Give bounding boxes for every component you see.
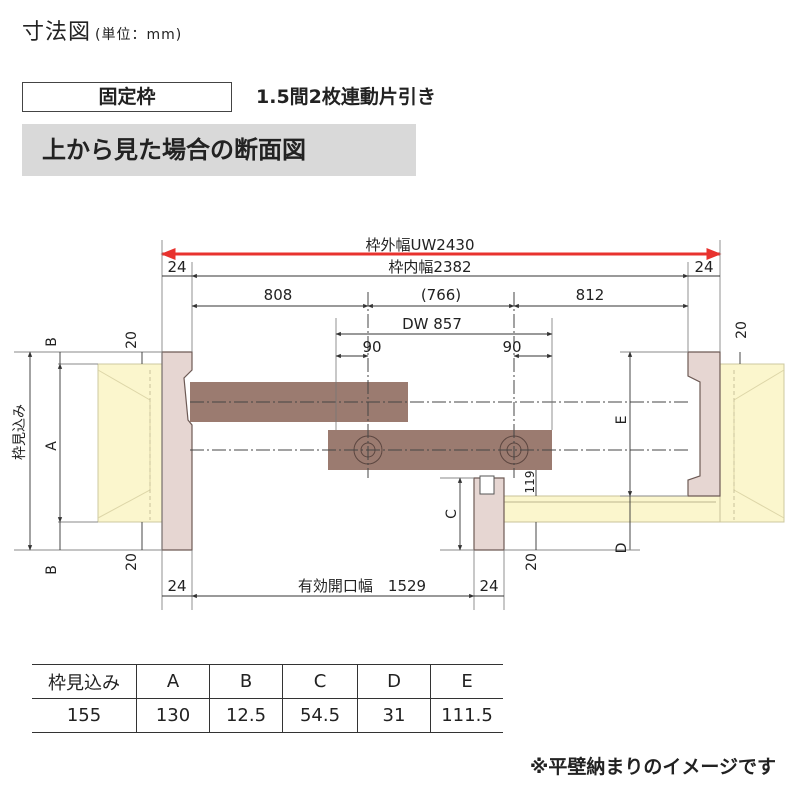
dim-A: A: [44, 441, 60, 451]
left-frame: [161, 351, 193, 551]
latch-icon: [479, 475, 495, 495]
table-row: 155 130 12.5 54.5 31 111.5: [32, 698, 503, 733]
right-frame: [687, 351, 721, 497]
right-wall: [719, 363, 785, 523]
page-title: 寸法図(単位：mm): [22, 14, 182, 46]
dim-90-left: 90: [362, 338, 381, 356]
dim-20-right-top: 20: [734, 321, 750, 339]
table-header-cell: C: [282, 664, 358, 699]
table-cell: 130: [136, 698, 210, 733]
left-wall: [97, 363, 163, 523]
table-cell: 111.5: [430, 698, 503, 733]
footnote: ※平壁納まりのイメージです: [529, 756, 776, 778]
bottom-wall: [503, 495, 721, 523]
dim-B-top: B: [44, 337, 60, 347]
dim-B-bottom: B: [44, 565, 60, 575]
title-text: 寸法図: [22, 20, 92, 45]
frame-24-mid-bottom: 24: [479, 577, 498, 595]
table-header-cell: E: [430, 664, 503, 699]
inner-width-label: 枠内幅2382: [388, 258, 471, 276]
dim-119: 119: [523, 471, 537, 494]
section-drawing: 枠外幅UW2430 枠内幅2382 24 24 808 (766) 812 DW…: [12, 236, 785, 610]
section-view-label: 上から見た場合の断面図: [22, 124, 416, 176]
table-cell: 12.5: [209, 698, 283, 733]
spec-table: 枠見込み A B C D E 155 130 12.5 54.5 31 111.…: [32, 664, 503, 733]
dim-90-right: 90: [502, 338, 521, 356]
effective-opening-label: 有効開口幅 1529: [298, 577, 426, 595]
frame-24-left-bottom: 24: [167, 577, 186, 595]
wall-depth-label: 枠見込み: [12, 404, 28, 460]
table-header-cell: A: [136, 664, 210, 699]
dim-dw: DW 857: [402, 315, 462, 333]
table-cell: 54.5: [282, 698, 358, 733]
dim-20-left-bottom: 20: [124, 553, 140, 571]
frame-type-label: 固定枠: [22, 82, 232, 112]
frame-24-left-top: 24: [167, 258, 186, 276]
dim-20-mid-bottom: 20: [524, 553, 540, 571]
dim-812: 812: [576, 286, 605, 304]
outer-width-label: 枠外幅UW2430: [366, 236, 475, 254]
dim-20-left-top: 20: [124, 331, 140, 349]
table-header-cell: B: [209, 664, 283, 699]
table-cell: 31: [357, 698, 431, 733]
table-cell: 155: [32, 698, 137, 733]
dim-766: (766): [421, 286, 461, 304]
table-header-row: 枠見込み A B C D E: [32, 664, 503, 699]
frame-24-right-top: 24: [694, 258, 713, 276]
unit-label: (単位：mm): [95, 27, 183, 43]
dim-E: E: [614, 416, 630, 425]
table-header-cell: D: [357, 664, 431, 699]
table-header-cell: 枠見込み: [32, 664, 137, 699]
door-type-text: 1.5間2枚連動片引き: [256, 86, 436, 108]
dim-D: D: [614, 543, 630, 554]
dim-C: C: [444, 509, 460, 519]
dim-808: 808: [264, 286, 293, 304]
centerlines: [190, 292, 690, 478]
